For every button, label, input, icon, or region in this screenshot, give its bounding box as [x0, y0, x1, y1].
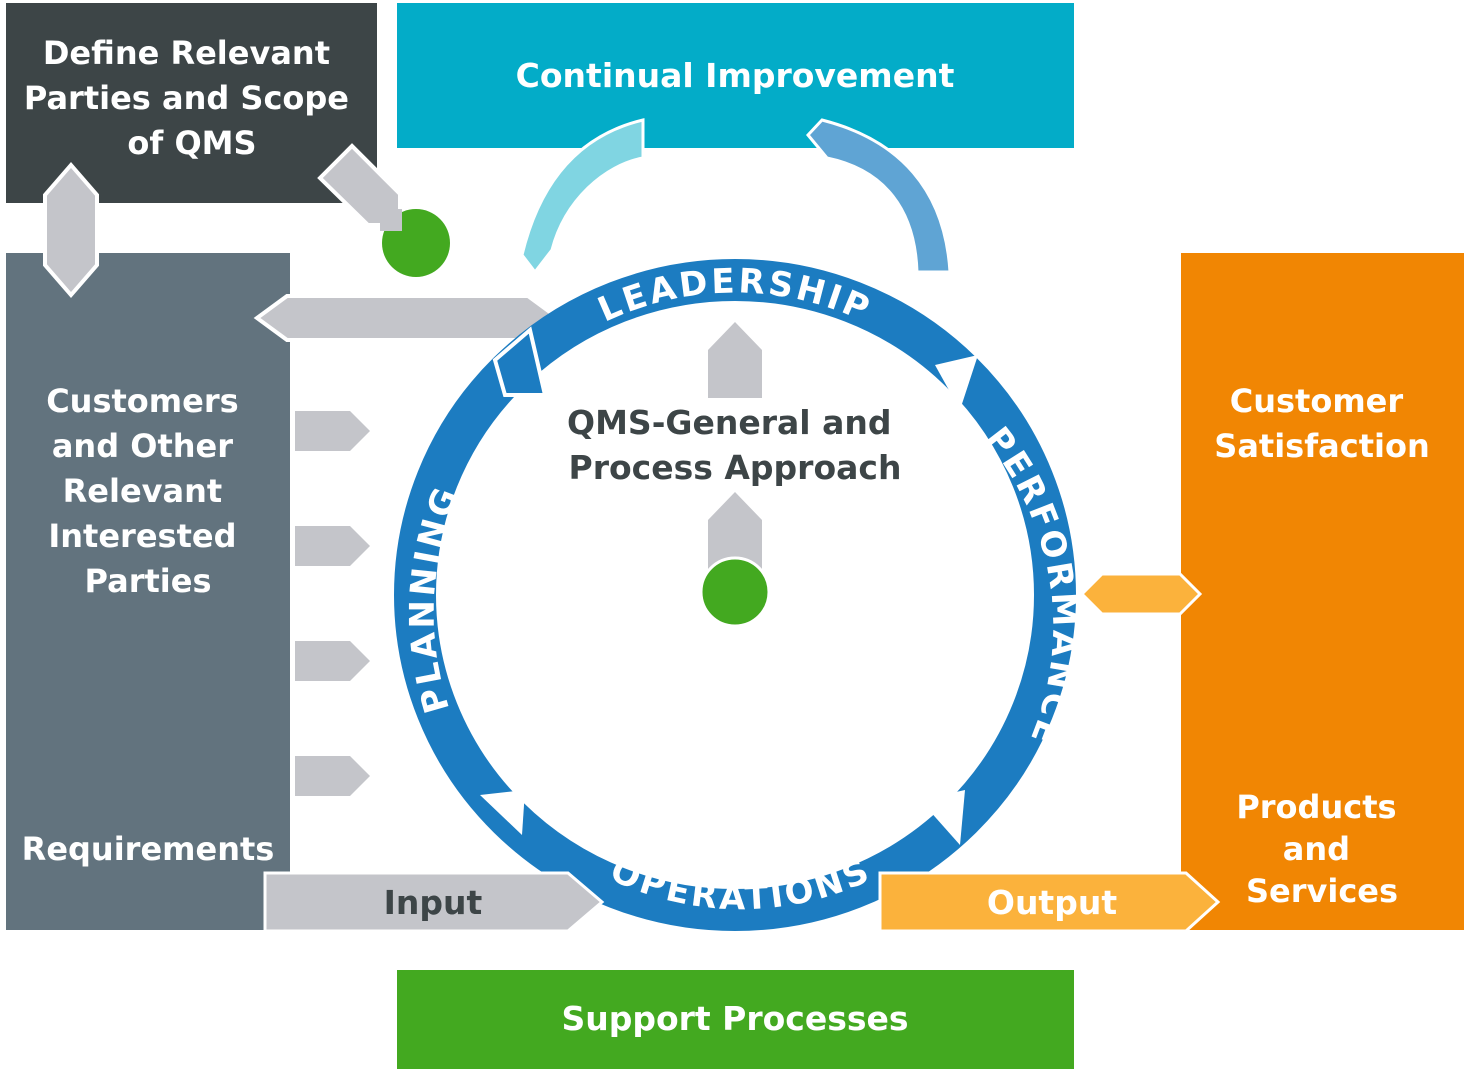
feedback-arrow: [1079, 572, 1203, 616]
ring-band: [394, 259, 1076, 931]
double-arrow-horizontal: [253, 294, 562, 342]
requirement-arrows: [295, 411, 370, 796]
support-processes-box[interactable]: Support Processes: [397, 970, 1074, 1069]
input-arrow-shape: [263, 871, 605, 933]
output-label: Output: [987, 883, 1117, 922]
customers-box[interactable]: Customers and Other Relevant Interested …: [6, 253, 290, 930]
customers-label: Customers and Other Relevant Interested …: [46, 382, 250, 600]
requirement-arrow: [295, 526, 370, 566]
customer-satisfaction-box[interactable]: Customer Satisfaction Products and Servi…: [1181, 253, 1464, 930]
improvement-arc-left: [520, 118, 645, 275]
center-label: QMS-General and Process Approach: [567, 403, 903, 487]
customer-satisfaction-label: Customer Satisfaction: [1214, 382, 1429, 465]
ring-notch-operations: [920, 790, 965, 845]
ring-label-leadership: LEADERSHIP: [592, 261, 877, 330]
requirement-arrow: [295, 641, 370, 681]
input-arrow[interactable]: Input: [263, 871, 605, 933]
improvement-arc-right: [806, 118, 952, 274]
requirement-arrow: [295, 411, 370, 451]
output-arrow-shape: [878, 871, 1221, 933]
products-services-label: Products and Services: [1236, 788, 1407, 910]
customers-bg: [6, 253, 290, 930]
continual-improvement-label: Continual Improvement: [516, 56, 955, 95]
requirements-label: Requirements: [22, 830, 275, 868]
green-dot-notch: [380, 209, 402, 231]
ring-notch-leadership: [492, 326, 548, 397]
continual-improvement-box[interactable]: Continual Improvement: [397, 3, 1074, 148]
input-label: Input: [384, 883, 483, 922]
define-scope-label: Define Relevant Parties and Scope of QMS: [24, 34, 360, 162]
center-arrow-up-top: [708, 322, 762, 398]
ring-notch-planning: [480, 790, 525, 835]
ring-notch-performance: [935, 355, 978, 410]
continual-improvement-bg: [397, 3, 1074, 148]
green-dot-center: [699, 556, 771, 628]
requirement-arrow: [295, 756, 370, 796]
support-processes-label: Support Processes: [561, 999, 908, 1038]
support-processes-bg: [397, 970, 1074, 1069]
customer-satisfaction-bg: [1181, 253, 1464, 930]
output-arrow[interactable]: Output: [878, 871, 1221, 933]
center-arrow-up-bottom: [708, 492, 762, 570]
double-arrow-vertical: [43, 161, 99, 299]
